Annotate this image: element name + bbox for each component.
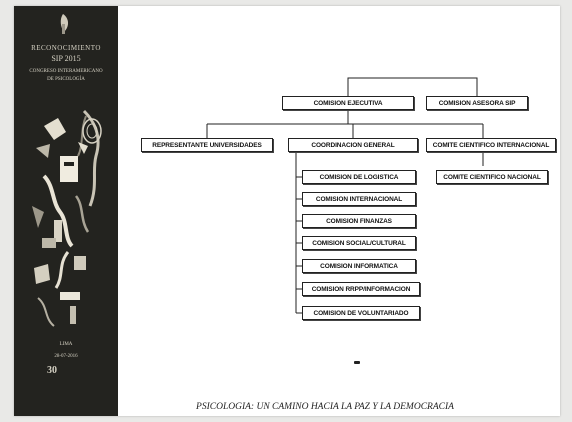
org-chart-connectors [206,77,484,314]
panel-title: RECONOCIMIENTO [31,44,101,52]
panel-city: LIMA [59,342,73,347]
box-comite-cientifico-internacional: COMITE CIENTIFICO INTERNACIONAL [426,138,556,152]
panel-subtitle: CONGRESO INTERAMERICANO [29,69,103,74]
panel-subtitle-2: DE PSICOLOGÍA [47,77,85,82]
panel-number: 30 [47,365,57,376]
panel-date: 28-07-2016 [54,354,78,359]
box-comision-internacional: COMISION INTERNACIONAL [302,192,416,206]
slide-footer: PSICOLOGIA: UN CAMINO HACIA LA PAZ Y LA … [196,402,454,412]
decorative-left-panel: RECONOCIMIENTO SIP 2015 CONGRESO INTERAM… [14,6,118,416]
box-coordinacion-general: COORDINACION GENERAL [288,138,418,152]
box-comision-ejecutiva: COMISION EJECUTIVA [282,96,414,110]
box-comision-informatica: COMISION INFORMATICA [302,259,416,273]
box-comision-social-cultural: COMISION SOCIAL/CULTURAL [302,236,416,250]
box-comision-rrpp-informacion: COMISION RRPP/INFORMACION [302,282,420,296]
stray-mark [354,361,360,364]
panel-title-year: SIP 2015 [51,54,81,63]
box-comite-cientifico-nacional: COMITE CIENTIFICO NACIONAL [436,170,548,184]
slide: RECONOCIMIENTO SIP 2015 CONGRESO INTERAM… [14,6,560,416]
box-comision-asesora-sip: COMISION ASESORA SIP [426,96,528,110]
box-comision-finanzas: COMISION FINANZAS [302,214,416,228]
box-comision-voluntariado: COMISION DE VOLUNTARIADO [302,306,420,320]
box-comision-logistica: COMISION DE LOGISTICA [302,170,416,184]
abstract-artwork-icon [32,14,102,327]
box-representante-universidades: REPRESENTANTE UNIVERSIDADES [141,138,273,152]
